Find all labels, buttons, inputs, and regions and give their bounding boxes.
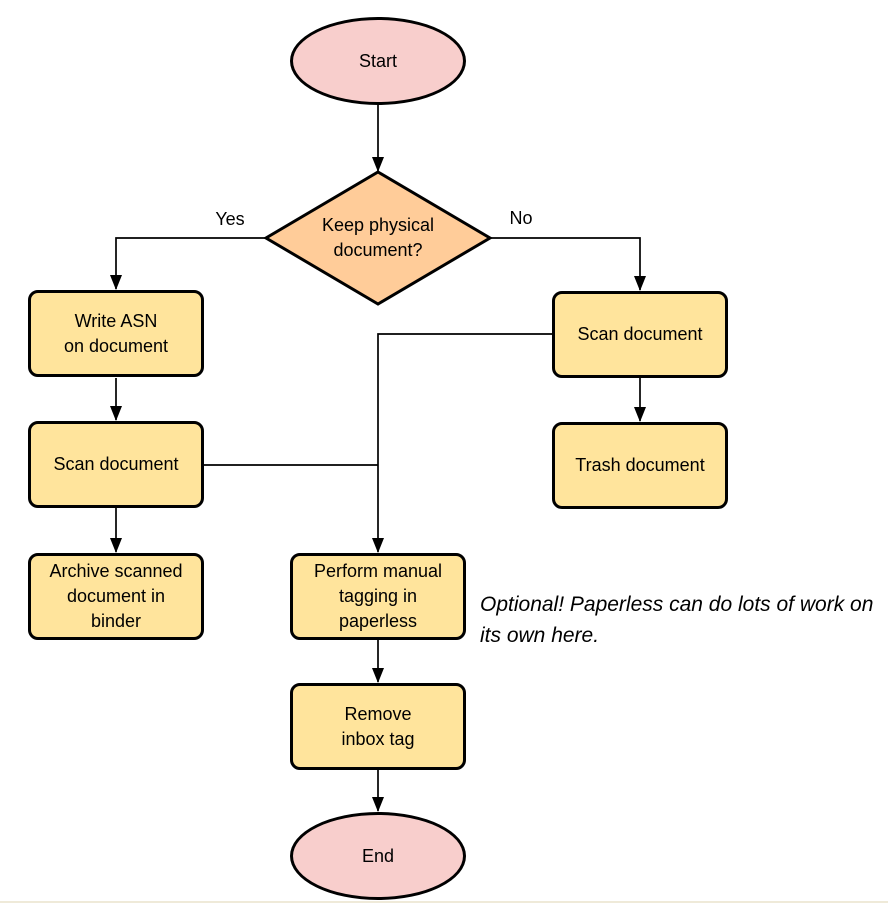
edge-label-yes: Yes xyxy=(215,209,245,229)
node-archive-scanned-document-in-binder: Archive scanned document in binder xyxy=(28,553,204,640)
node-remove-inbox-tag: Remove inbox tag xyxy=(290,683,466,770)
node-end: End xyxy=(290,812,466,900)
edge-decision-no-to-scan-right xyxy=(490,237,646,291)
node-scan-document-left: Scan document xyxy=(28,421,204,508)
node-start: Start xyxy=(290,17,466,105)
edge-decision-yes-to-write-asn xyxy=(110,237,266,290)
node-write-asn-on-document: Write ASN on document xyxy=(28,290,204,377)
node-scan-document-right: Scan document xyxy=(552,291,728,378)
canvas-bottom-edge xyxy=(0,901,888,903)
edge-label-no: No xyxy=(509,208,533,228)
node-trash-document: Trash document xyxy=(552,422,728,509)
node-perform-manual-tagging: Perform manual tagging in paperless xyxy=(290,553,466,640)
decision-keep-physical-document-label: Keep physical document? xyxy=(321,215,435,260)
decision-keep-physical-document-shape xyxy=(263,170,493,306)
edge-scan-right-to-tagging xyxy=(372,333,552,553)
annotation-optional-paperless: Optional! Paperless can do lots of work … xyxy=(480,593,874,647)
